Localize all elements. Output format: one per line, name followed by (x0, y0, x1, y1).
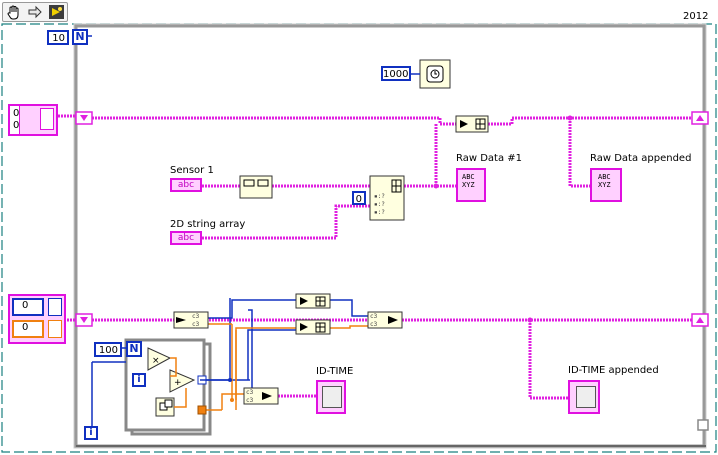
raw-data-appended-label: Raw Data appended (590, 153, 692, 164)
cluster-array-icon (576, 386, 596, 408)
loop-count-constant[interactable]: 10 (47, 30, 69, 45)
id-time-label: ID-TIME (316, 366, 354, 377)
array-index-box (10, 106, 20, 134)
while-loop-frame (1, 23, 717, 453)
highlight-bulb-icon[interactable] (48, 4, 65, 20)
arrow-icon[interactable] (27, 4, 43, 20)
id-time-appended-label: ID-TIME appended (568, 365, 659, 376)
outer-loop-iteration-terminal: i (84, 426, 98, 440)
svg-text:+: + (174, 378, 182, 388)
svg-text:c3: c3 (246, 397, 254, 404)
id-time-indicator[interactable] (316, 380, 346, 414)
svg-text:c3: c3 (370, 321, 378, 328)
svg-text:×: × (152, 356, 160, 366)
hand-icon[interactable] (6, 4, 22, 20)
inner-loop-iteration-terminal: i (132, 373, 146, 387)
string-array-control[interactable]: 0 0 (8, 104, 58, 136)
sensor-string-terminal[interactable]: abc (170, 178, 202, 192)
wait-ms-constant[interactable]: 1000 (381, 66, 411, 81)
svg-text:c3: c3 (192, 313, 200, 320)
index-constant[interactable]: 0 (352, 191, 366, 205)
svg-text:▪:?: ▪:? (374, 193, 385, 200)
svg-text:c3: c3 (192, 321, 200, 328)
array-value-display: 0 (13, 120, 20, 131)
arithmetic-nodes (147, 347, 207, 417)
svg-text:▪:?: ▪:? (374, 201, 385, 208)
id-time-appended-indicator[interactable] (568, 380, 600, 414)
svg-text:▪:?: ▪:? (374, 209, 385, 216)
build-array-nodes (173, 115, 489, 405)
cluster-top-value: 0 (22, 300, 29, 311)
raw-data-label: Raw Data #1 (456, 153, 523, 164)
cluster-control[interactable]: 0 0 (8, 294, 66, 344)
svg-text:c3: c3 (370, 313, 378, 320)
inner-loop-count-terminal: N (126, 341, 142, 357)
version-label: 2012 (683, 11, 709, 22)
cluster-bottom-value: 0 (22, 322, 29, 333)
shift-registers (75, 111, 709, 431)
dice-icon (156, 398, 174, 416)
inner-loop-count-constant[interactable]: 100 (94, 342, 122, 357)
wait-function (411, 59, 451, 89)
svg-text:c3: c3 (246, 389, 254, 396)
toolbar (2, 2, 68, 22)
string-array-label: 2D string array (170, 219, 246, 230)
sensor-label: Sensor 1 (170, 165, 214, 176)
cluster-array-icon (322, 386, 342, 408)
dbl-wires (204, 323, 368, 411)
array-index-display: 0 (13, 108, 20, 119)
string-array-terminal[interactable]: abc (170, 231, 202, 245)
loop-count-terminal: N (72, 29, 88, 45)
